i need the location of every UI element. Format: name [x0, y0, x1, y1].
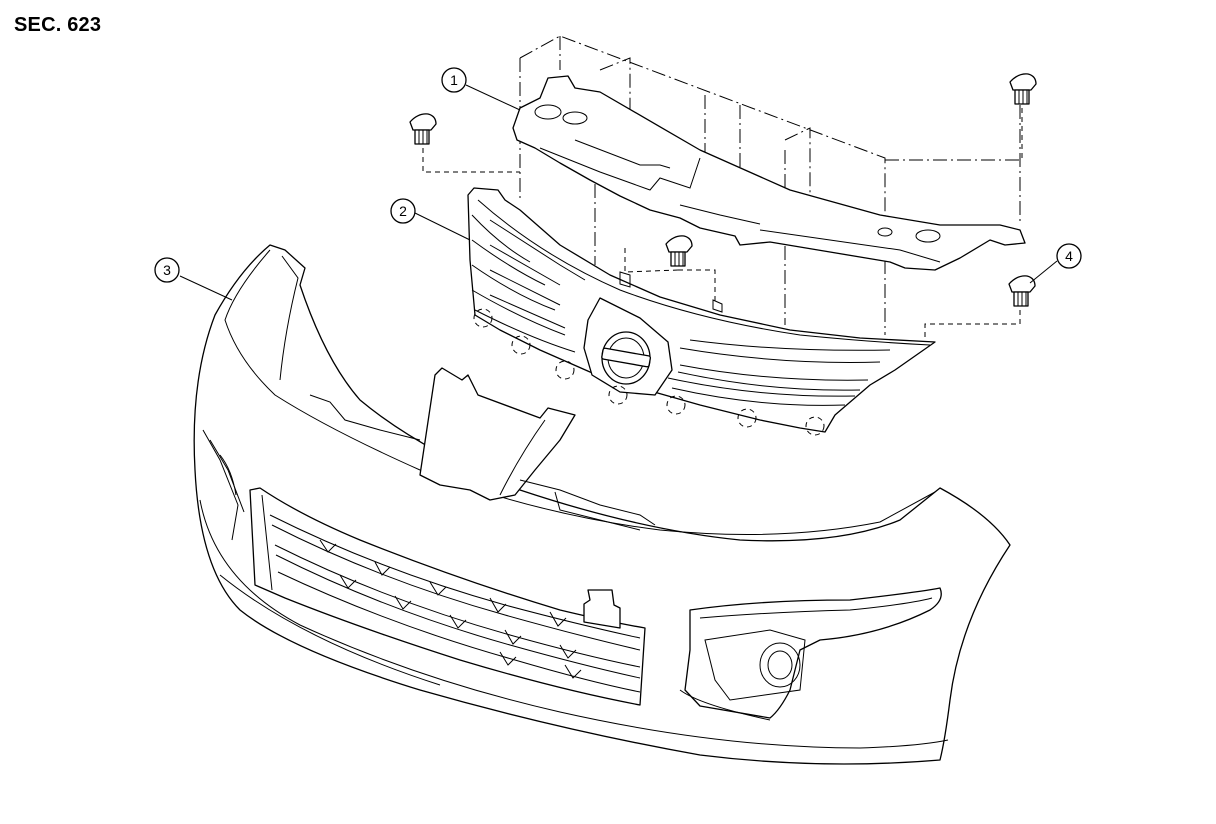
clip-icon — [665, 235, 693, 267]
callout-1: 1 — [441, 67, 467, 93]
front-bumper-fascia — [193, 244, 1011, 765]
callout-2: 2 — [390, 198, 416, 224]
callout-4: 4 — [1056, 243, 1082, 269]
callout-1-label: 1 — [450, 72, 458, 88]
clip-icon — [409, 113, 437, 145]
callout-3-label: 3 — [163, 262, 171, 278]
clip-fasteners — [409, 73, 1037, 338]
callout-2-label: 2 — [399, 203, 407, 219]
callout-4-label: 4 — [1065, 248, 1073, 264]
section-title: SEC. 623 — [14, 14, 102, 36]
clip-icon — [1009, 73, 1037, 105]
callout-group: 1 2 3 4 — [154, 67, 1082, 301]
callout-3: 3 — [154, 257, 180, 283]
front-grille — [467, 187, 936, 436]
radiator-core-cover — [512, 35, 1026, 335]
clip-icon — [1008, 275, 1036, 307]
